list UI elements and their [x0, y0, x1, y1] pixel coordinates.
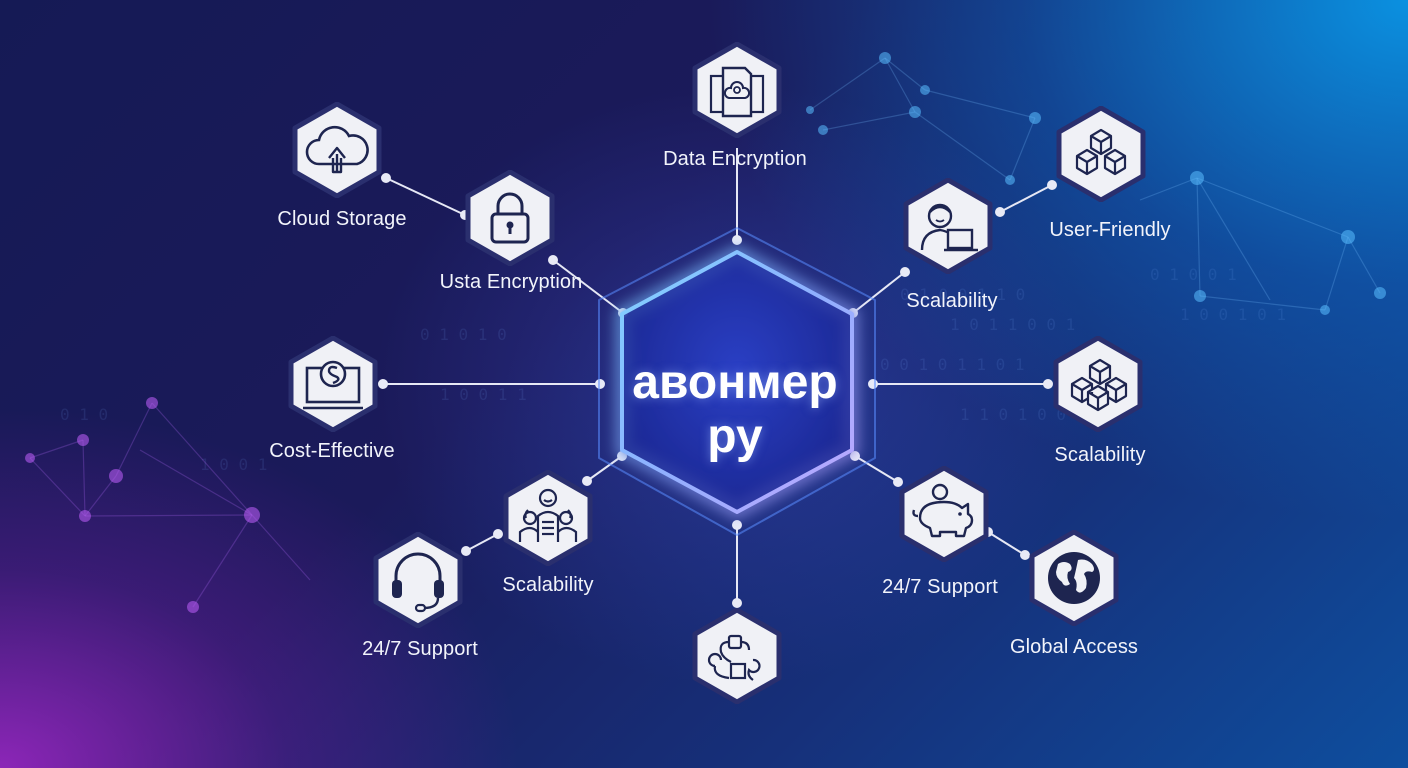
svg-text:0 1 0 1 0: 0 1 0 1 0 — [420, 325, 507, 344]
center-hexagon — [598, 227, 876, 536]
network-mesh-blue — [806, 52, 1386, 315]
binary-rain-decoration: 0 1 0 0 1 1 0 1 0 1 1 0 0 1 0 0 1 0 1 1 … — [60, 265, 1286, 474]
svg-text:1 0 0 1 0 1: 1 0 0 1 0 1 — [1180, 305, 1286, 324]
node-cloud-storage[interactable] — [289, 102, 385, 198]
node-cost-effective[interactable] — [285, 336, 381, 432]
laptop-dollar-icon — [288, 336, 378, 432]
cubes-icon — [1056, 106, 1146, 202]
svg-text:0 1 0 0 1 1 0: 0 1 0 0 1 1 0 — [900, 285, 1025, 304]
label-scalability-bottom-left: Scalability — [502, 574, 594, 596]
svg-text:1 1 0 1 0 0 1: 1 1 0 1 0 0 1 — [960, 405, 1085, 424]
node-user-friendly[interactable] — [1053, 106, 1149, 202]
label-data-encryption: Data Encryption — [663, 148, 807, 170]
label-global-access: Global Access — [1009, 636, 1139, 658]
svg-text:1 0 0 1 1: 1 0 0 1 1 — [440, 385, 527, 404]
node-scalability-right[interactable] — [1050, 336, 1146, 432]
label-scalability-right: Scalability — [1054, 444, 1146, 466]
svg-text:0 1 0 0 1: 0 1 0 0 1 — [1150, 265, 1237, 284]
label-cloud-storage: Cloud Storage — [277, 208, 407, 230]
network-mesh-purple — [25, 397, 311, 613]
globe-icon — [1029, 530, 1119, 626]
label-cost-effective: Cost-Effective — [269, 440, 395, 462]
svg-text:0 1 0: 0 1 0 — [60, 405, 108, 424]
documents-cloud-icon — [692, 42, 782, 138]
label-usta-encryption: Usta Encryption — [439, 271, 583, 293]
node-usta-encryption[interactable] — [462, 170, 558, 266]
label-user-friendly: User-Friendly — [1049, 219, 1171, 241]
node-scalability-top[interactable] — [900, 178, 996, 274]
center-brand-title: авонмер ру — [632, 356, 837, 464]
stacked-cubes-icon — [1053, 336, 1143, 432]
team-icon — [503, 470, 593, 566]
workflow-icon — [692, 608, 782, 704]
node-support-right[interactable] — [896, 466, 992, 562]
node-support-left[interactable] — [370, 532, 466, 628]
node-data-encryption[interactable] — [689, 42, 785, 138]
label-support-right: 24/7 Support — [882, 576, 998, 598]
piggy-bank-icon — [899, 466, 989, 562]
node-bottom-center[interactable] — [689, 608, 785, 704]
node-global-access[interactable] — [1026, 530, 1122, 626]
padlock-icon — [465, 170, 555, 266]
svg-text:0 0 1 0 1 1 0 1: 0 0 1 0 1 1 0 1 — [880, 355, 1025, 374]
cloud-upload-icon — [292, 102, 382, 198]
node-scalability-bottom-left[interactable] — [500, 470, 596, 566]
label-scalability-top: Scalability — [906, 290, 998, 312]
center-title-line1: авонмер — [632, 356, 838, 409]
user-laptop-icon — [903, 178, 993, 274]
center-title-line2: ру — [707, 410, 763, 463]
svg-text:1 0 1 1 0 0 1: 1 0 1 1 0 0 1 — [950, 315, 1075, 334]
headset-icon — [373, 532, 463, 628]
svg-text:1 0 0 1: 1 0 0 1 — [200, 455, 267, 474]
label-support-left: 24/7 Support — [362, 638, 478, 660]
